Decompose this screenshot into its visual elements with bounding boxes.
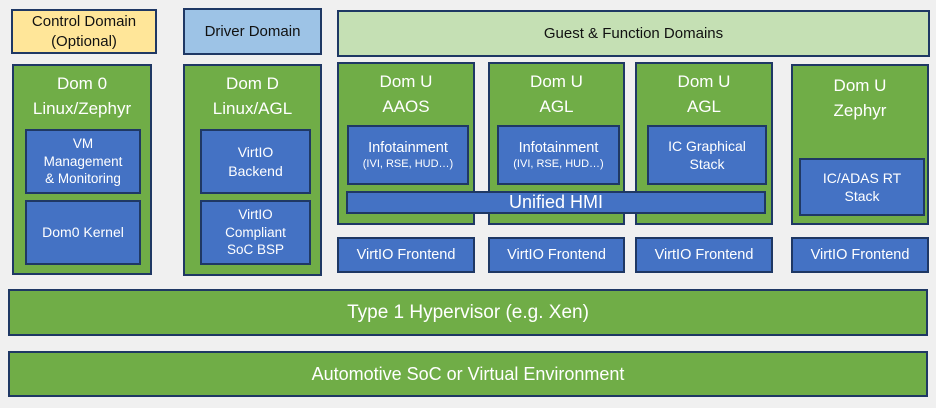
virtio-frontend-box-zephyr: VirtIO Frontend xyxy=(791,237,929,273)
soc-bar: Automotive SoC or Virtual Environment xyxy=(8,351,928,397)
unified-hmi-bar: Unified HMI xyxy=(346,191,766,214)
virtio-frontend-box-agl2: VirtIO Frontend xyxy=(635,237,773,273)
infotainment-agl-sublabel: (IVI, RSE, HUD…) xyxy=(513,157,604,170)
domu-zephyr-title: Dom U Zephyr xyxy=(833,76,887,120)
domu-agl2-title: Dom U AGL xyxy=(677,72,731,116)
domd-title: Dom D Linux/AGL xyxy=(212,74,293,118)
domu-aaos-title: Dom U AAOS xyxy=(379,72,433,116)
domu-agl1-title: Dom U AGL xyxy=(530,72,583,116)
ic-graphical-stack-box: IC Graphical Stack xyxy=(647,125,767,185)
virtio-compliant-soc-bsp-box: VirtIO Compliant SoC BSP xyxy=(200,200,311,265)
ic-adas-rt-stack-box: IC/ADAS RT Stack xyxy=(799,158,925,216)
infotainment-agl-label: Infotainment xyxy=(518,139,599,156)
hypervisor-bar: Type 1 Hypervisor (e.g. Xen) xyxy=(8,289,928,336)
domd-domain-box: Dom D Linux/AGL VirtIO Backend VirtIO Co… xyxy=(183,64,322,276)
control-domain-header-box: Control Domain (Optional) xyxy=(11,9,157,54)
infotainment-aaos-box: Infotainment (IVI, RSE, HUD…) xyxy=(347,125,469,185)
virtio-frontend-box-agl1: VirtIO Frontend xyxy=(488,237,625,273)
dom0-kernel-box: Dom0 Kernel xyxy=(25,200,141,265)
infotainment-agl-box: Infotainment (IVI, RSE, HUD…) xyxy=(497,125,620,185)
vm-management-monitoring-box: VM Management & Monitoring xyxy=(25,129,141,194)
dom0-title: Dom 0 Linux/Zephyr xyxy=(32,74,132,118)
guest-function-domains-header-box: Guest & Function Domains xyxy=(337,10,930,57)
domu-zephyr-domain-box: Dom U Zephyr IC/ADAS RT Stack xyxy=(791,64,929,225)
virtio-frontend-box-aaos: VirtIO Frontend xyxy=(337,237,475,273)
driver-domain-header-box: Driver Domain xyxy=(183,8,322,55)
dom0-domain-box: Dom 0 Linux/Zephyr VM Management & Monit… xyxy=(12,64,152,275)
virtio-backend-box: VirtIO Backend xyxy=(200,129,311,194)
infotainment-aaos-sublabel: (IVI, RSE, HUD…) xyxy=(362,157,454,170)
infotainment-aaos-label: Infotainment xyxy=(368,139,448,156)
